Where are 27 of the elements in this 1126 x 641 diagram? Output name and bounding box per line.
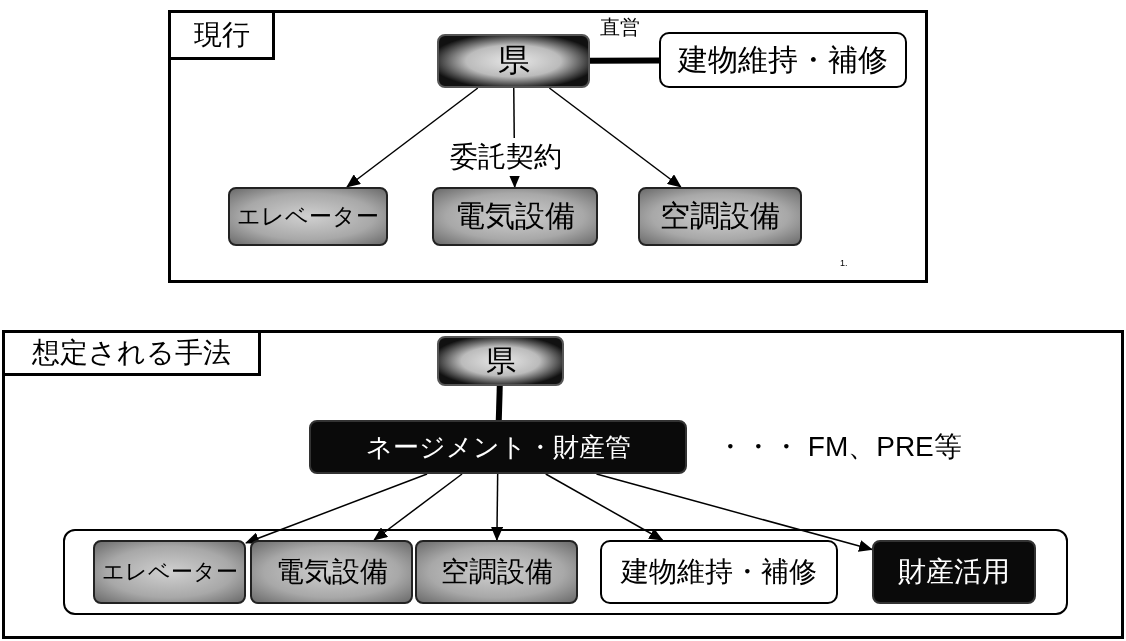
panel-frame — [168, 10, 928, 283]
connector-line — [495, 385, 503, 421]
contractor-box: エレベーター — [228, 187, 388, 246]
arrow — [548, 87, 682, 188]
note-text: 1. — [838, 258, 850, 268]
group-box — [63, 529, 1068, 615]
arrow — [346, 87, 479, 188]
organization-box: 県 — [437, 34, 590, 88]
arrow — [373, 473, 463, 541]
organization-box: 県 — [437, 336, 564, 386]
contractor-box: エレベーター — [93, 540, 246, 604]
contractor-box: 空調設備 — [638, 187, 802, 246]
management-box: ネージメント・財産管 — [309, 420, 687, 474]
contractor-box: 電気設備 — [432, 187, 598, 246]
panel-frame — [2, 330, 1124, 639]
contractor-box: 空調設備 — [415, 540, 578, 604]
panel-heading: 現行 — [171, 13, 275, 60]
arrow — [491, 473, 504, 541]
panel-heading: 想定される手法 — [5, 333, 261, 376]
connector-line — [590, 57, 659, 64]
arrow — [545, 473, 664, 541]
contractor-box: 電気設備 — [250, 540, 413, 604]
arrow — [245, 473, 428, 544]
task-box: 建物維持・補修 — [600, 540, 838, 604]
task-box: 財産活用 — [872, 540, 1036, 604]
arrow — [595, 473, 873, 552]
task-box: 建物維持・補修 — [659, 32, 907, 88]
